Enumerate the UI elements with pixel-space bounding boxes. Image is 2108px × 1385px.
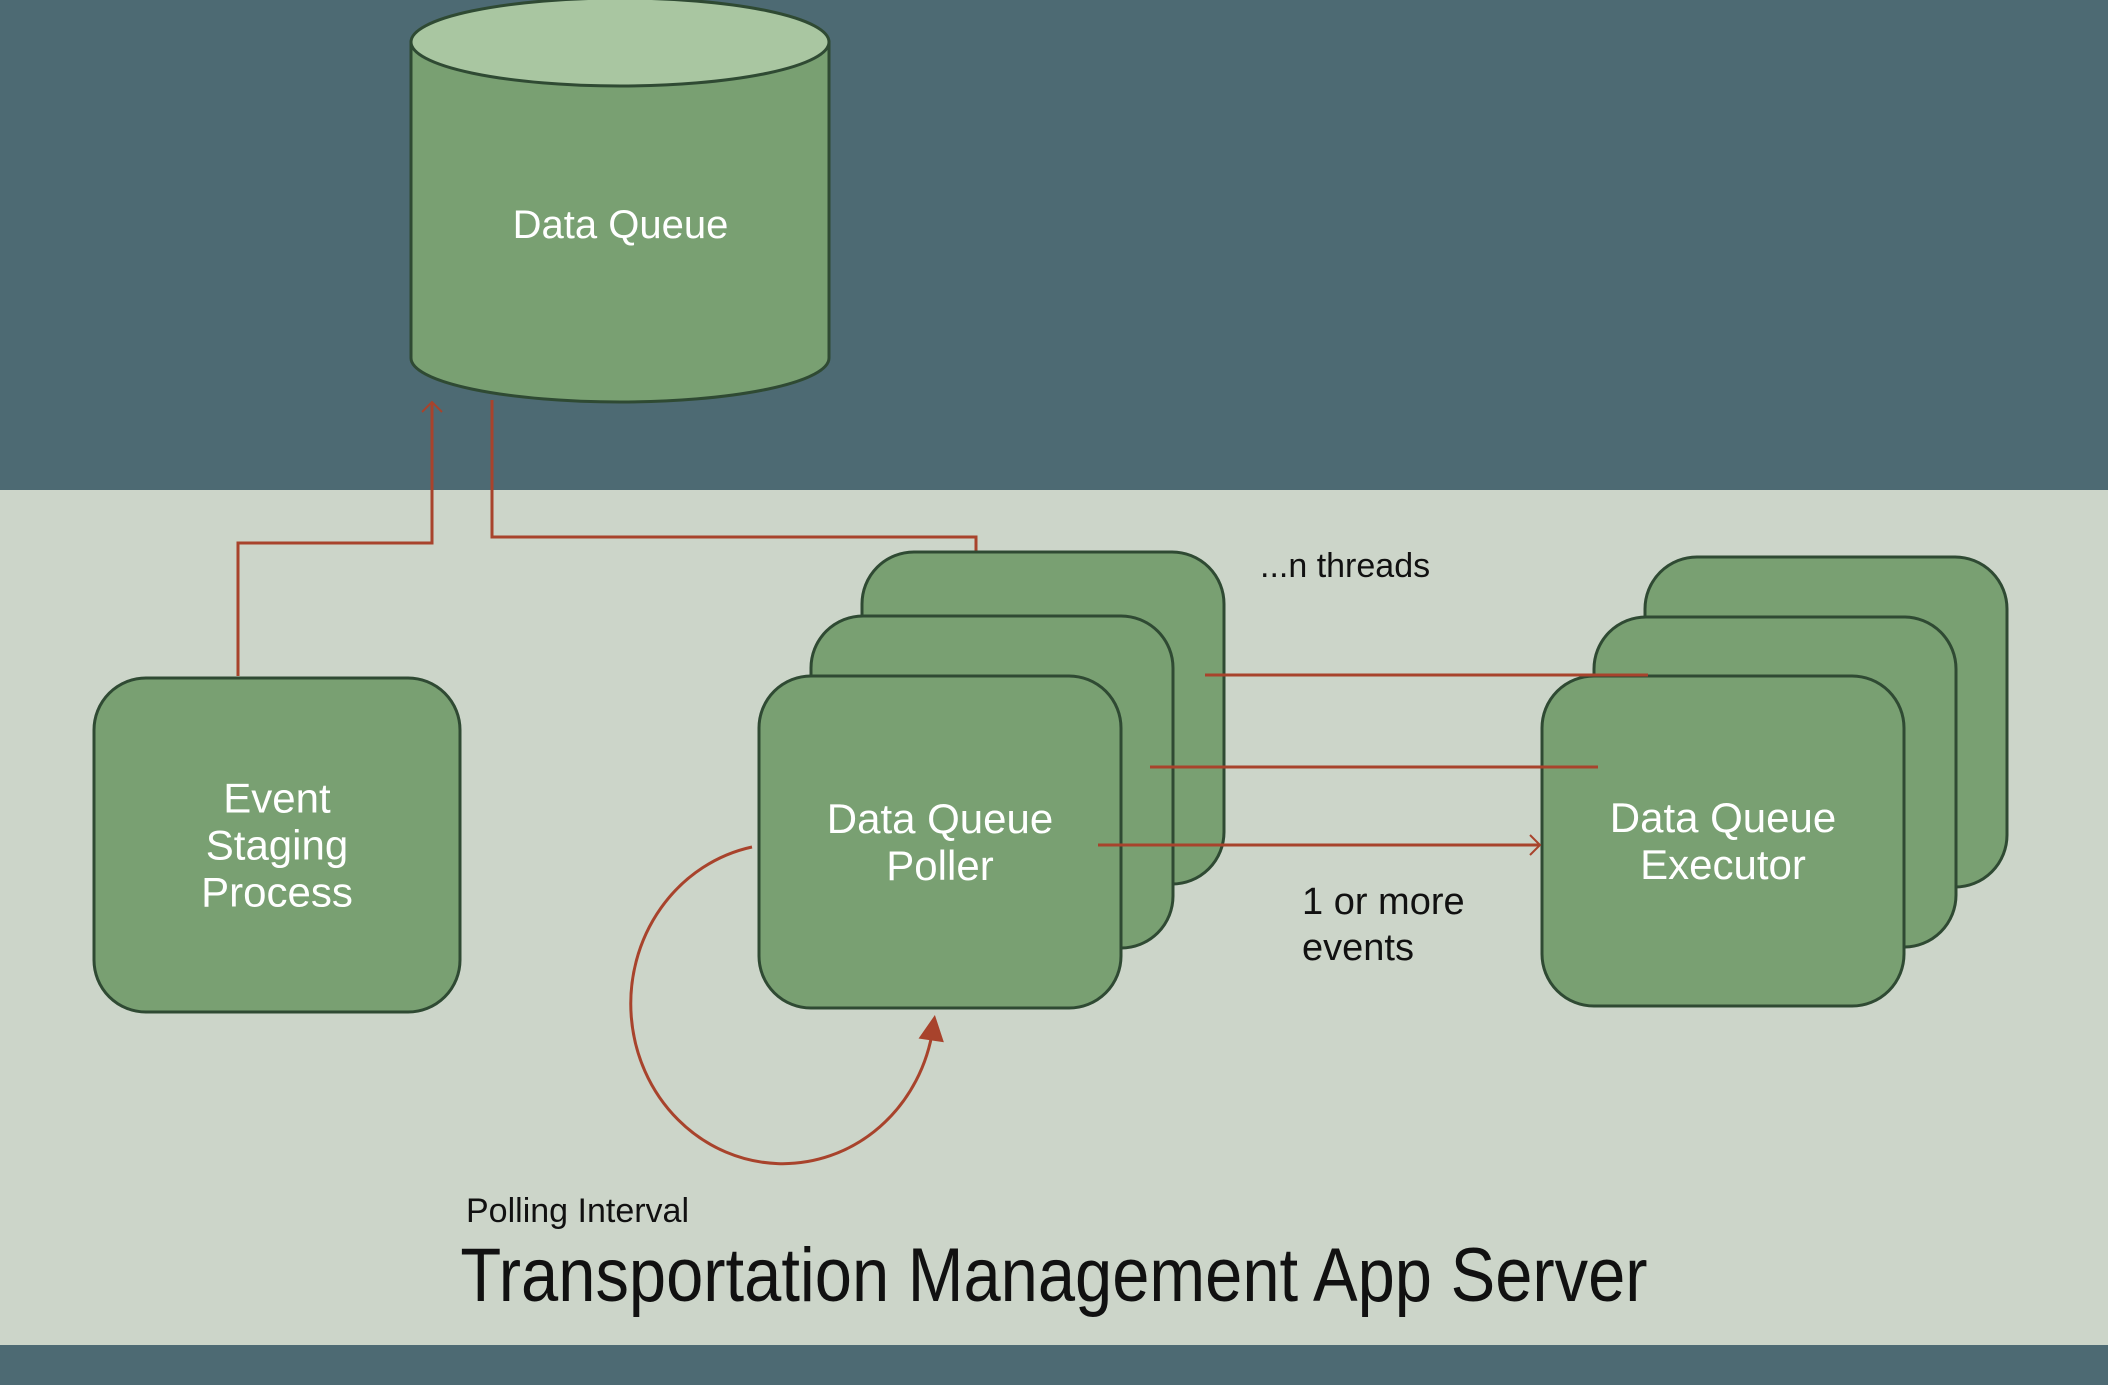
threads-annotation: ...n threads: [1260, 547, 1431, 585]
outer-background-band: [0, 0, 2108, 490]
data-queue-node[interactable]: Data Queue: [408, 0, 833, 404]
event-staging-process-node[interactable]: Event Staging Process: [92, 676, 462, 1014]
data-queue-label: Data Queue: [512, 203, 729, 247]
cylinder-shape: [409, 0, 831, 404]
data-queue-executor-node[interactable]: Data Queue Executor: [1540, 555, 2010, 1010]
outer-background-bottom-band: [0, 1345, 2108, 1385]
event-staging-process-label: Event Staging Process: [201, 774, 353, 916]
event-staging-process-shape: [92, 676, 462, 1014]
polling-interval-annotation: Polling Interval: [466, 1192, 690, 1230]
data-queue-executor-label: Data Queue Executor: [1609, 793, 1837, 888]
data-queue-poller-node[interactable]: Data Queue Poller: [757, 550, 1227, 1012]
data-queue-poller-label: Data Queue Poller: [826, 794, 1054, 889]
events-annotation: 1 or more events: [1302, 881, 1465, 969]
data-queue-poller-stack-shape: [757, 550, 1226, 1010]
data-queue-executor-stack-shape: [1540, 555, 2009, 1008]
server-title: Transportation Management App Server: [460, 1233, 1648, 1318]
